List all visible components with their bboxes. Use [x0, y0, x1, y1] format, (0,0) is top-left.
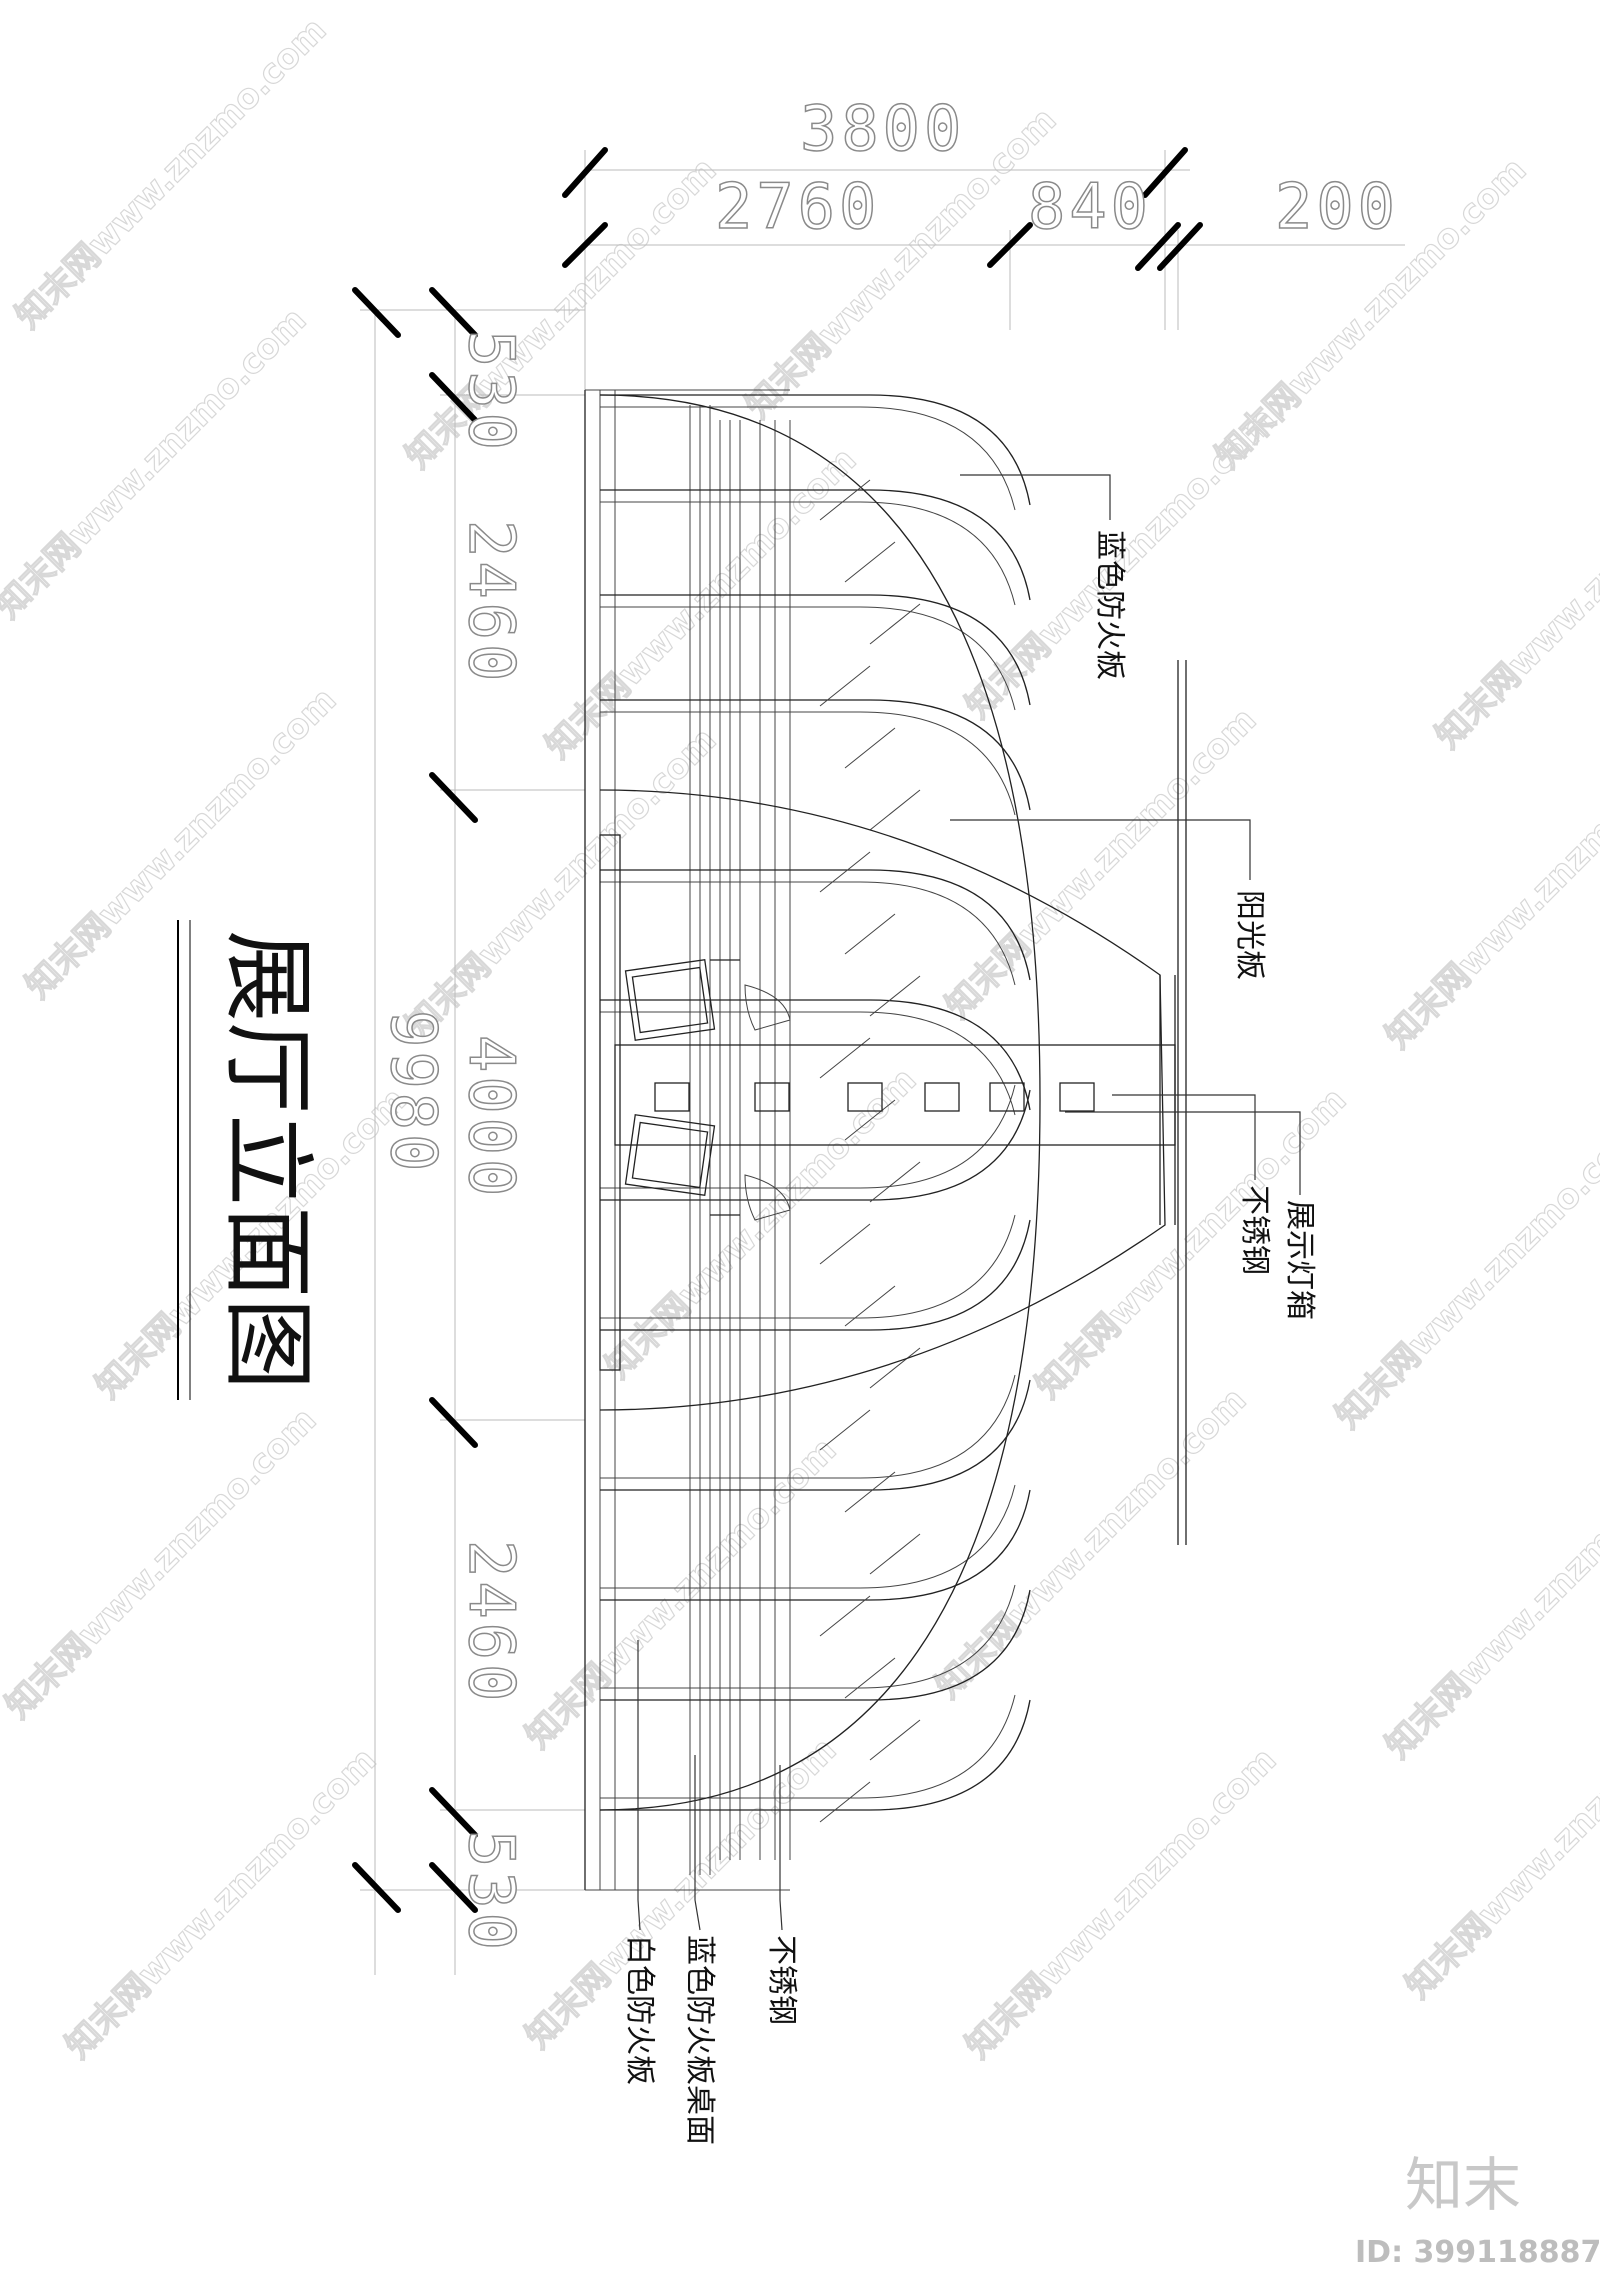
- watermark-text: 知末网www.znzmo.com: [58, 1740, 384, 2066]
- envelope-arc: [599, 1099, 1041, 1811]
- glass-hatch: [819, 1223, 871, 1265]
- dim-middle: 4000: [455, 1035, 528, 1200]
- glass-hatch: [869, 1161, 921, 1203]
- watermark-text: 知末网www.znzmo.com: [518, 1430, 844, 1756]
- watermark-text: 知末网www.znzmo.com: [398, 150, 724, 476]
- rib-inner-curve: [600, 1484, 1016, 1589]
- glass-hatch: [819, 1595, 871, 1637]
- label-white-fireproof-board: 白色防火板: [622, 1935, 657, 2085]
- glass-hatch: [869, 1533, 921, 1575]
- glass-hatch: [819, 665, 871, 707]
- dim-upper: 2460: [455, 520, 528, 685]
- brand-logo-text: 知末: [1405, 2151, 1521, 2219]
- callout-labels: 蓝色防火板 阳光板 展示灯箱 不锈钢 不锈钢 蓝色防火板桌面 白色防火板: [622, 530, 1317, 2145]
- dim-total-width: 3800: [800, 92, 965, 165]
- dim-total-height: 9980: [377, 1010, 450, 1175]
- dim-lower: 2460: [455, 1540, 528, 1705]
- rib-inner-curve: [600, 1011, 1016, 1116]
- label-blue-fireproof-board: 蓝色防火板: [1092, 530, 1127, 680]
- rib-inner-curve: [600, 711, 1016, 816]
- watermark-text: 知末网www.znzmo.com: [1428, 430, 1600, 756]
- glass-hatch: [869, 789, 921, 831]
- label-blue-fireproof-desktop: 蓝色防火板桌面: [682, 1935, 717, 2145]
- watermark-text: 知末网www.znzmo.com: [8, 10, 334, 336]
- rib-inner-curve: [600, 606, 1016, 711]
- rib-inner-curve: [600, 1584, 1016, 1689]
- image-id: ID: 399118887: [1355, 2235, 1600, 2270]
- glass-hatch: [844, 1657, 896, 1699]
- rib-inner-curve: [600, 881, 1016, 986]
- lightbox-cell: [654, 1082, 690, 1112]
- dim-width-a: 2760: [715, 170, 880, 243]
- rib-inner-curve: [600, 406, 1016, 511]
- label-sun-panel: 阳光板: [1232, 890, 1267, 980]
- rib-curve: [600, 594, 1031, 706]
- rib-curve: [600, 1379, 1031, 1491]
- label-display-lightbox: 展示灯箱: [1282, 1200, 1317, 1320]
- glass-hatch: [844, 1099, 896, 1141]
- rib-curve: [600, 1699, 1031, 1811]
- lightbox-cell: [989, 1082, 1025, 1112]
- glass-hatch: [819, 479, 871, 521]
- dim-bottom: 530: [455, 1830, 528, 1954]
- rib-inner-curve: [600, 1374, 1016, 1479]
- watermark-text: 知末网www.znzmo.com: [928, 1380, 1254, 1706]
- curved-ribs: [599, 394, 1041, 1823]
- lightbox-cells: [654, 1082, 1095, 1112]
- dim-width-c: 200: [1275, 170, 1399, 243]
- booth-structure: [584, 389, 1187, 1891]
- lightbox-cell: [754, 1082, 790, 1112]
- title-block: 展厅立面图: [177, 920, 321, 1400]
- label-stainless-steel-right: 不锈钢: [1237, 1185, 1272, 1275]
- watermark-text: 知末网www.znzmo.com: [1378, 1440, 1600, 1766]
- watermark-text: 知末网www.znzmo.com: [958, 1740, 1284, 2066]
- lightbox-cell: [847, 1082, 883, 1112]
- glass-hatch: [819, 1781, 871, 1823]
- drawing-title: 展厅立面图: [214, 930, 321, 1390]
- rib-inner-curve: [600, 1214, 1016, 1319]
- dim-width-b: 840: [1028, 170, 1152, 243]
- rib-curve: [600, 1489, 1031, 1601]
- glass-hatch: [819, 851, 871, 893]
- glass-hatch: [869, 603, 921, 645]
- horizontal-dimensions: 3800 2760 840 200: [562, 91, 1405, 390]
- rib-curve: [600, 699, 1031, 811]
- glass-hatch: [844, 1471, 896, 1513]
- glass-hatch: [844, 913, 896, 955]
- watermark-text: 知末网www.znzmo.com: [1378, 730, 1600, 1056]
- watermark-text: 知末网www.znzmo.com: [598, 1060, 924, 1386]
- dim-top: 530: [455, 330, 528, 454]
- rib-curve: [600, 1589, 1031, 1701]
- glass-hatch: [819, 1409, 871, 1451]
- watermark-text: 知末网www.znzmo.com: [538, 440, 864, 766]
- glass-hatch: [869, 1719, 921, 1761]
- glass-hatch: [844, 727, 896, 769]
- rib-inner-curve: [600, 1694, 1016, 1799]
- glass-hatch: [819, 1037, 871, 1079]
- envelope-arc: [599, 394, 1041, 1101]
- glass-hatch: [844, 541, 896, 583]
- rib-curve: [600, 1219, 1031, 1331]
- lightbox-cell: [1059, 1082, 1095, 1112]
- watermark-text: 知末网www.znzmo.com: [1328, 1110, 1600, 1436]
- rib-curve: [600, 394, 1031, 506]
- lightbox-cell: [924, 1082, 960, 1112]
- watermark-text: 知末网www.znzmo.com: [398, 720, 724, 1046]
- rib-curve: [600, 869, 1031, 981]
- glass-hatch: [869, 1347, 921, 1389]
- vertical-dimensions: 530 2460 4000 9980 2460 530: [352, 287, 585, 1975]
- rib-curve: [600, 1089, 1031, 1201]
- glass-hatch: [869, 975, 921, 1017]
- rib-curve: [600, 489, 1031, 601]
- label-stainless-steel-bottom: 不锈钢: [764, 1935, 799, 2025]
- callout-leaders: [637, 474, 1301, 1931]
- glass-hatch: [844, 1285, 896, 1327]
- watermark-text: 知末网www.znzmo.com: [938, 700, 1264, 1026]
- watermark-text: 知末网www.znzmo.com: [0, 300, 314, 626]
- watermark-text: 知末网www.znzmo.com: [0, 1400, 324, 1726]
